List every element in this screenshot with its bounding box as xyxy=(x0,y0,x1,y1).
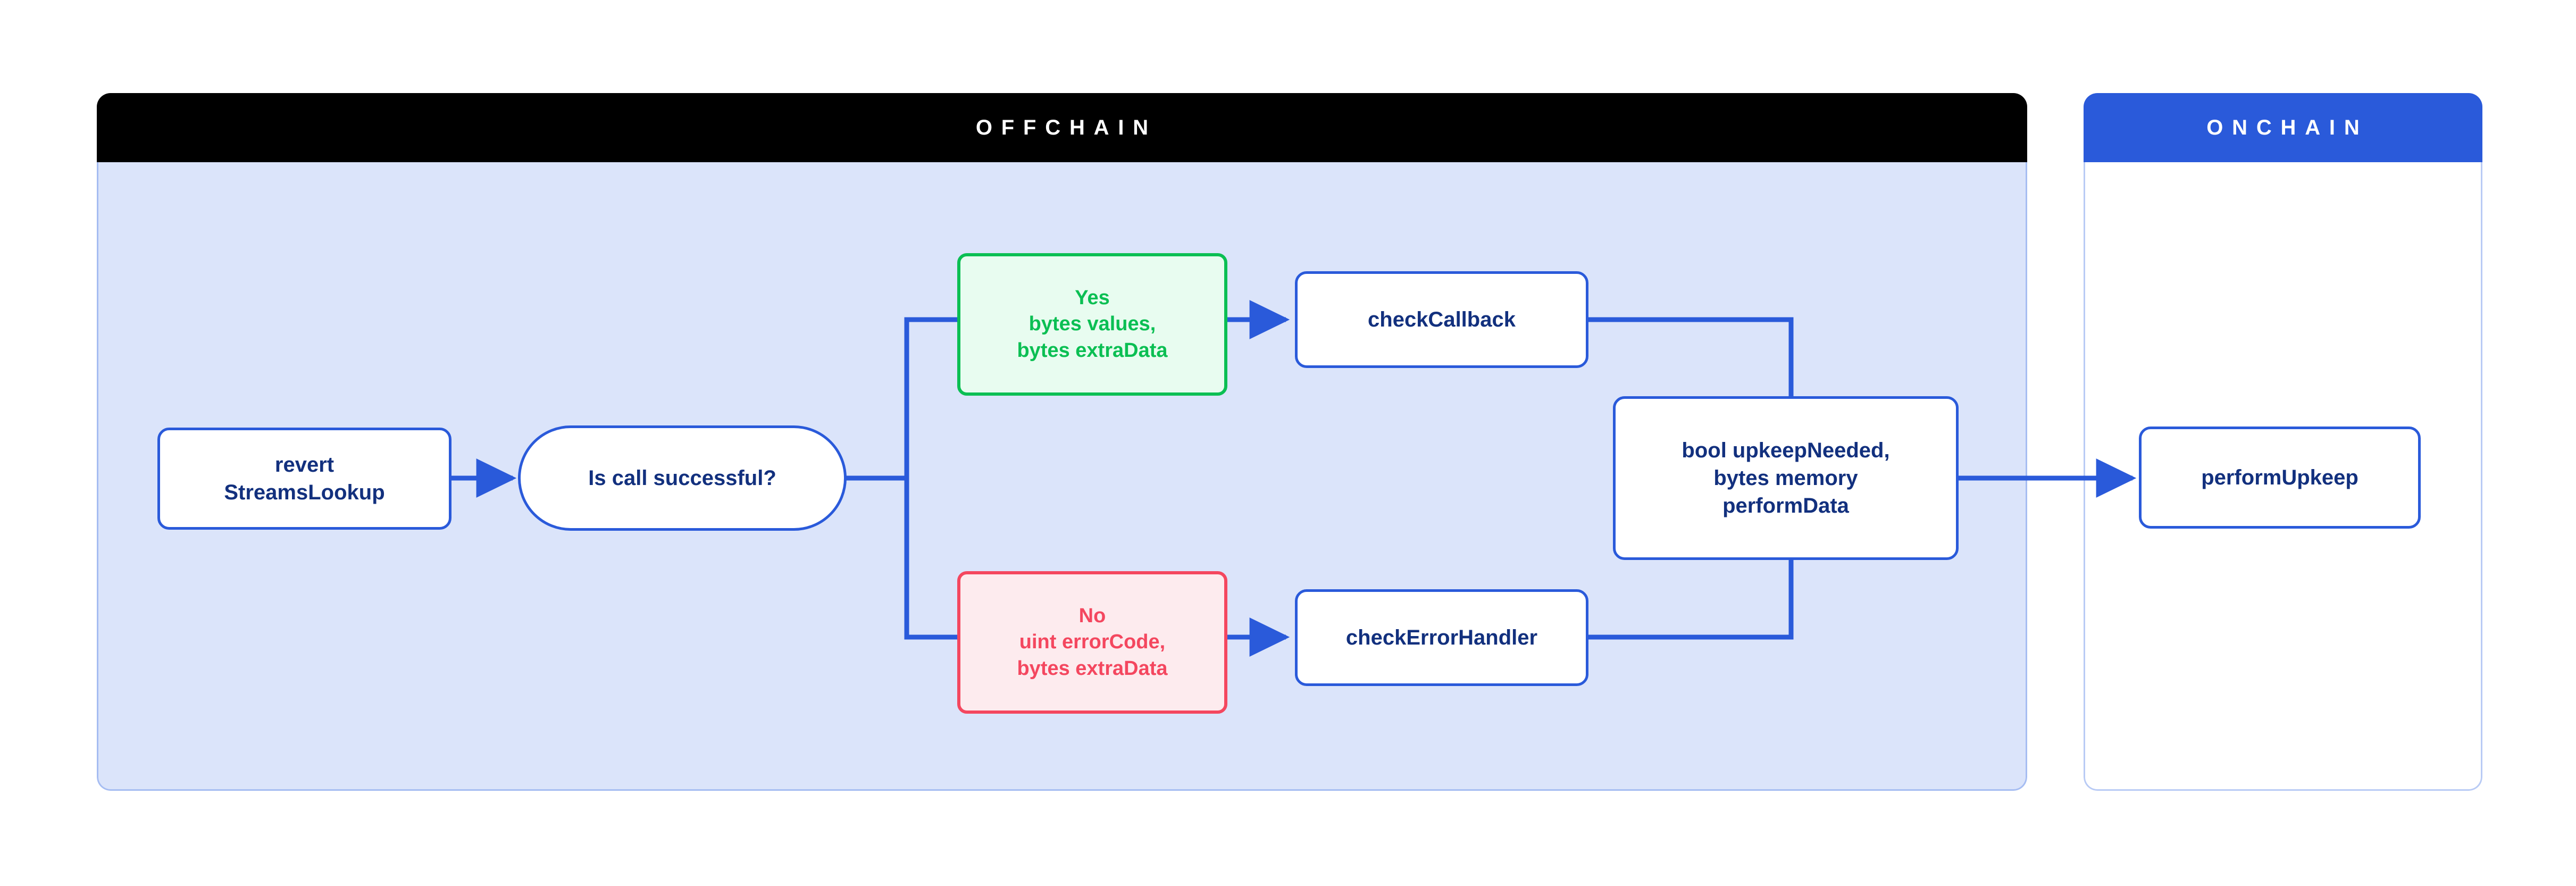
node-upkeep-needed[interactable]: bool upkeepNeeded, bytes memory performD… xyxy=(1613,396,1959,560)
node-is-call-successful[interactable]: Is call successful? xyxy=(518,425,847,531)
onchain-panel-header: ONCHAIN xyxy=(2084,93,2482,162)
node-yes-branch[interactable]: Yes bytes values, bytes extraData xyxy=(957,253,1227,396)
node-no-branch[interactable]: No uint errorCode, bytes extraData xyxy=(957,571,1227,714)
node-check-callback[interactable]: checkCallback xyxy=(1295,271,1588,368)
node-check-error-handler[interactable]: checkErrorHandler xyxy=(1295,589,1588,686)
offchain-panel-header: OFFCHAIN xyxy=(97,93,2027,162)
node-perform-upkeep[interactable]: performUpkeep xyxy=(2139,427,2421,529)
node-revert-streamslookup[interactable]: revert StreamsLookup xyxy=(157,428,451,530)
